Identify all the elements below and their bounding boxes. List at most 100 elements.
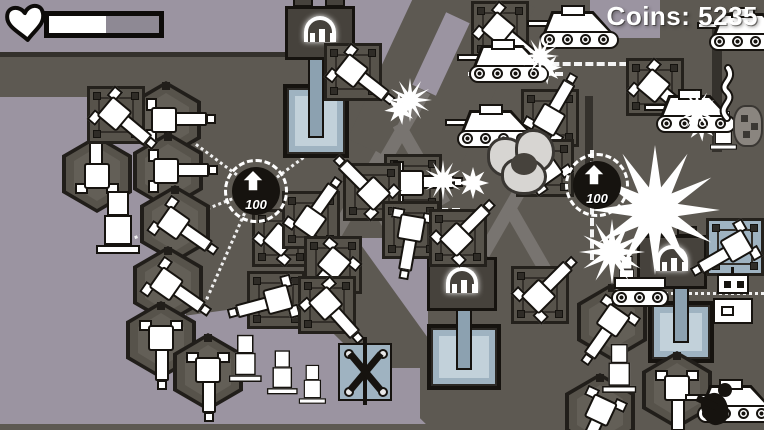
tank-hull: [473, 45, 543, 67]
terrain-dark: [0, 424, 764, 430]
hex-notch: [162, 82, 170, 90]
enemy-tank: [527, 5, 623, 49]
crate-bolt: [368, 49, 376, 57]
heart-icon: [5, 3, 46, 42]
cannon-barrel: [671, 398, 685, 430]
square-tower[interactable]: [428, 198, 497, 268]
cannon-barrel: [174, 112, 207, 126]
tread-wheel-icon: [492, 68, 503, 79]
silhouette-head: [718, 383, 732, 397]
statue-pedestal: [228, 333, 264, 383]
robot-panel: [721, 306, 734, 316]
tread-wheel-icon: [480, 133, 491, 144]
delivery-base: [427, 322, 501, 390]
crate-bolt: [517, 310, 525, 318]
hex-tower[interactable]: [140, 185, 220, 263]
rubble-pixel: [741, 115, 748, 122]
gate-pillar: [682, 262, 687, 271]
robot-eye: [724, 281, 731, 288]
crate-bolt: [435, 253, 443, 261]
cannon-body: [153, 158, 179, 184]
crate-bolt: [288, 235, 296, 243]
square-tower[interactable]: [86, 85, 159, 151]
square-tower[interactable]: [297, 275, 365, 345]
terrain-edge: [712, 28, 722, 152]
square-tower[interactable]: [323, 42, 382, 101]
hex-tower[interactable]: [133, 132, 218, 210]
pedestal-plate: [709, 144, 738, 150]
spike-trap: [338, 337, 392, 405]
tank-hull-face: [546, 14, 610, 33]
upgrade-cost-label: 100: [586, 191, 608, 206]
tread-wheel-icon: [510, 68, 521, 79]
pedestal-base-box: [104, 215, 132, 245]
hex-tower[interactable]: [173, 333, 243, 422]
base-slot: [308, 82, 324, 138]
tread-wheel-icon: [474, 68, 485, 79]
crate-bolt: [258, 253, 266, 261]
crate-bolt: [330, 87, 338, 95]
tread-wheel-icon: [544, 34, 555, 45]
hex-notch: [164, 247, 172, 255]
tread-wheel-icon: [652, 292, 663, 303]
road-lane-dashes: [540, 62, 650, 66]
base-slot: [673, 299, 689, 343]
tank-turret: [479, 104, 503, 115]
crate-bolt: [349, 207, 357, 215]
gate-pillar: [330, 33, 335, 42]
muzzle-flash-icon: [457, 167, 489, 199]
cannon-barrel: [202, 380, 216, 413]
cannon-body: [84, 163, 110, 189]
tread-wheel-icon: [715, 118, 726, 129]
crate-bolt: [517, 272, 525, 280]
tread-wheel-icon: [756, 408, 764, 419]
cannon-body: [148, 325, 174, 351]
tread-wheel-icon: [661, 118, 672, 129]
tread-wheel-icon: [732, 36, 743, 47]
pedestal-plate: [266, 388, 298, 395]
statue-pedestal: [96, 189, 142, 255]
upgrade-button[interactable]: 100: [565, 153, 629, 217]
tread-wheel-icon: [580, 34, 591, 45]
smoke-squiggle-icon: [714, 60, 740, 122]
crate-bolt: [750, 224, 758, 232]
bunker-gate-icon: [304, 16, 336, 42]
coins-counter: Coins: 5235: [606, 1, 758, 31]
tread-wheel-icon: [598, 34, 609, 45]
square-tower[interactable]: [226, 271, 305, 329]
crate-bolt: [515, 7, 523, 15]
square-tower[interactable]: [689, 217, 764, 278]
base-slot: [456, 322, 472, 370]
statue-pedestal: [266, 349, 299, 395]
pedestal-base-box: [303, 379, 322, 399]
cannon-muzzle: [204, 412, 214, 422]
crate-bolt: [342, 282, 350, 290]
statue-pedestal: [602, 342, 638, 393]
pedestal-base-box: [272, 367, 293, 389]
robot-enemy: [711, 267, 755, 326]
crate-bolt: [527, 95, 535, 103]
pedestal-top-box: [274, 350, 290, 368]
tank-turret: [731, 7, 755, 18]
cannon-body: [396, 212, 427, 244]
targeting-dotted-line: [640, 292, 764, 295]
pedestal-top-box: [305, 364, 320, 381]
arrow-up-icon: [581, 164, 607, 186]
upgrade-button[interactable]: 100: [224, 159, 288, 223]
tank-turret: [561, 5, 585, 16]
crate-bolt: [131, 92, 139, 100]
statue-pedestal: [298, 364, 328, 405]
crate-bolt: [555, 310, 563, 318]
pedestal-base-box: [608, 362, 631, 386]
robot-head: [717, 274, 749, 294]
crate-bolt: [348, 242, 356, 250]
delivery-base: [648, 299, 714, 363]
square-tower[interactable]: [510, 255, 579, 325]
robot-eye: [737, 281, 744, 288]
crate-bolt: [388, 245, 396, 253]
crate-bolt: [330, 49, 338, 57]
crate-bolt: [93, 130, 101, 138]
rubble-pixel: [743, 131, 750, 138]
crate-bolt: [288, 197, 296, 205]
crate-bolt: [296, 253, 304, 261]
